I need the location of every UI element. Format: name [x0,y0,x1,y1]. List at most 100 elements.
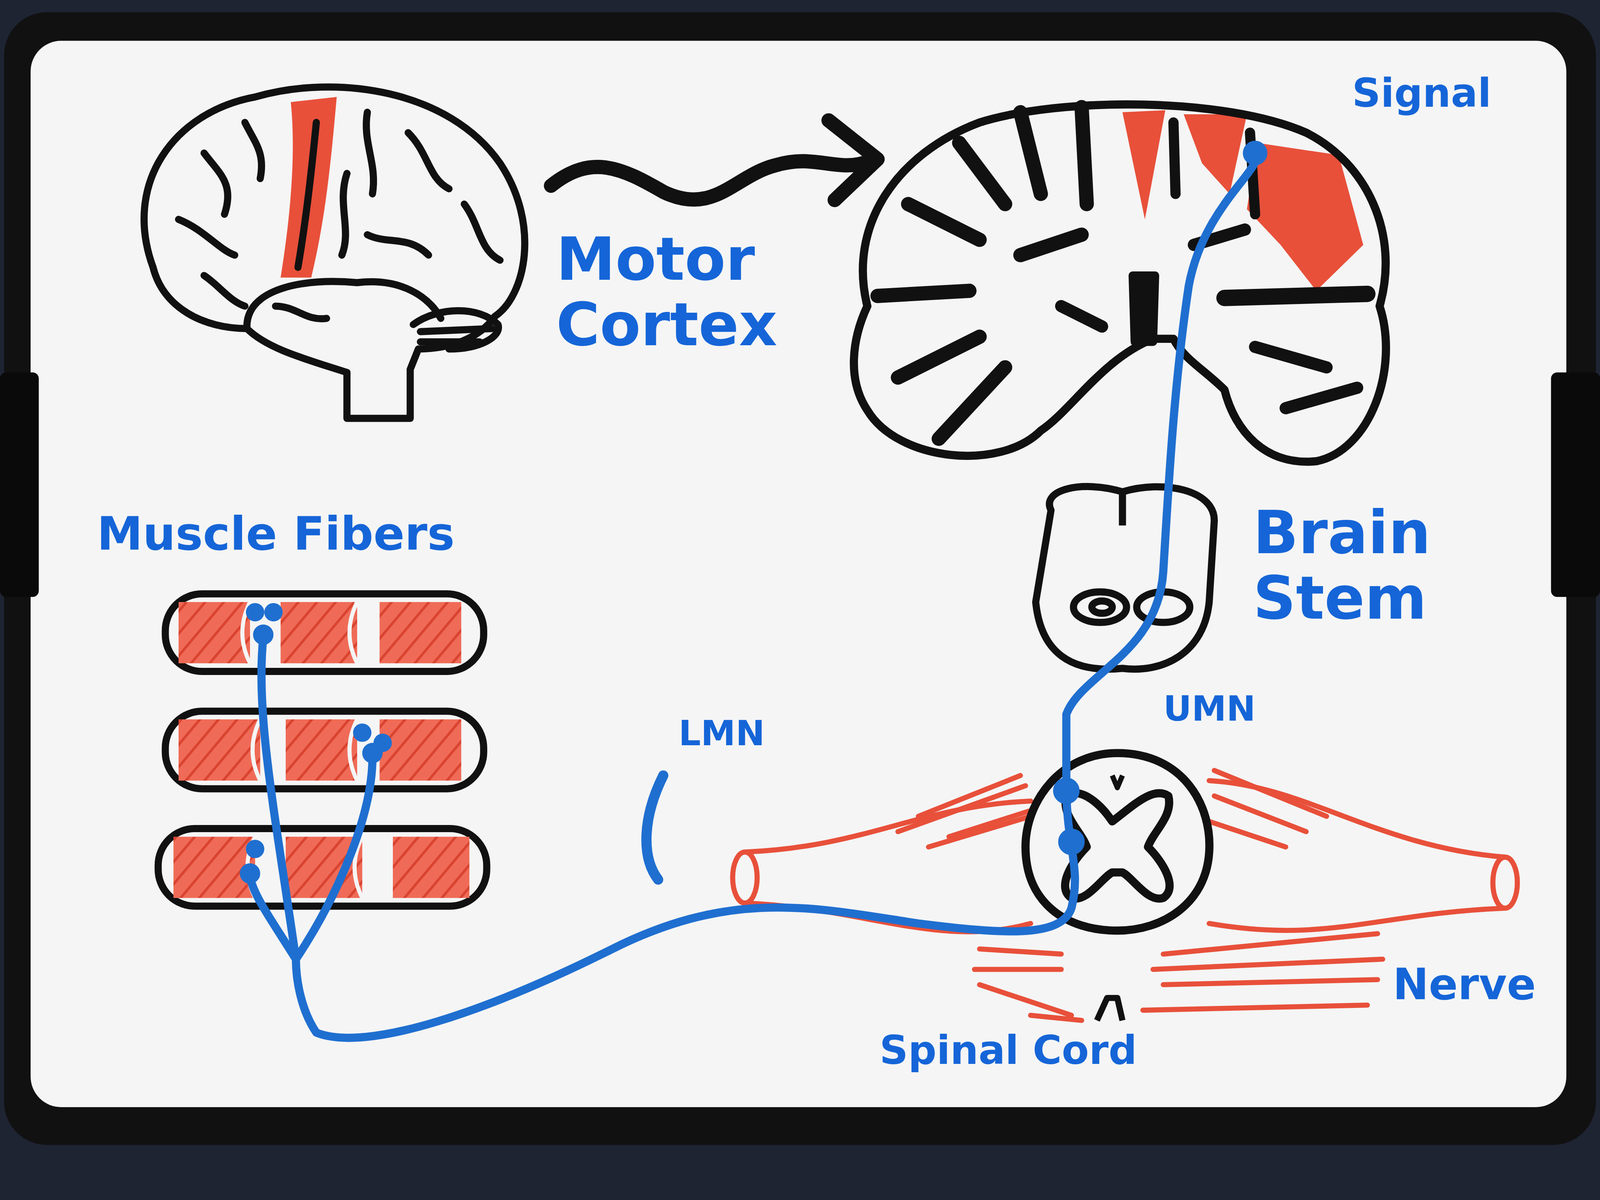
nerve-part [974,966,1062,972]
motor-pathway [244,144,1264,1038]
coronal-brain-part [1081,107,1087,204]
label-slot: Muscle Fibers [96,508,455,560]
board-part [1551,372,1600,598]
board-part [0,372,39,598]
motor-pathway-part [250,877,297,960]
muscle-fibers [158,594,487,907]
sagittal-brain-part [366,112,374,195]
nerve-part [732,851,758,904]
sagittal-brain-part [367,234,429,255]
label-text: Signal [1351,71,1492,116]
muscle-fibers-part-part [252,719,260,781]
motor-pathway-part [1057,781,1076,800]
nerve-part [928,816,1031,847]
nerve-part [1153,959,1383,970]
muscle-fibers-part [379,601,462,664]
muscle-fibers-part [285,719,358,781]
label-slot: Nerve [1392,961,1537,1009]
coronal-brain-part [1255,346,1327,368]
label-slot: Spinal Cord [879,1028,1138,1073]
muscle-fibers-part [178,719,261,781]
label-text: UMN [1163,689,1256,729]
coronal-brain-part [1173,122,1176,195]
motor-pathway-part [296,757,373,960]
motor-pathway-part [646,775,664,880]
nerve-part [1209,821,1286,847]
spinal-cord-section-part [1096,998,1123,1021]
nerve-part [979,948,1062,954]
coronal-brain-part [959,142,1006,204]
label-text: LMN [678,714,765,753]
label-slot: LMN [678,714,765,753]
motor-pathway-part [1246,144,1264,162]
brain-stem-section-part [1091,601,1112,614]
muscle-fibers-part [165,594,484,672]
label-text: Muscle Fibers [96,508,455,560]
coronal-brain-part [938,367,1006,439]
coronal-brain-part [1020,234,1082,255]
coronal-brain-part [877,290,970,297]
label-text: Brain Stem [1253,500,1508,631]
board-part [3,12,1596,1145]
coronal-brain-part [853,104,1387,462]
coronal-brain-part [898,336,980,378]
motor-pathway-part [1062,832,1081,851]
sagittal-brain-part [203,275,245,306]
muscle-fibers-part [280,601,358,664]
board-part [30,40,1567,1108]
nerve-part [1142,1005,1368,1011]
sagittal-brain-part [144,86,525,419]
nerve-part [1492,857,1518,909]
spinal-cord-section-part [1112,775,1123,788]
sagittal-brain-part [464,203,500,260]
label-slot: Brain Stem [1253,500,1508,631]
motor-pathway-part [257,628,270,641]
wavy-arrow-part [828,120,878,200]
coronal-brain-part [1061,305,1102,327]
coronal-brain-part [1020,112,1041,195]
nerve-part [1030,1015,1082,1021]
nerve-part [1214,770,1327,817]
sagittal-brain-part [298,122,317,268]
motor-pathway-part [377,737,388,749]
label-slot: Signal [1351,71,1492,116]
nerve-part [918,775,1021,817]
sagittal-brain [144,86,525,419]
coronal-brain-part [1132,275,1156,342]
coronal-brain-part [1122,110,1166,220]
sagittal-brain-part [420,338,480,346]
muscle-fibers-part [158,828,487,906]
nerve-part [979,984,1072,1016]
muscle-fibers-part-part [349,601,358,664]
muscle-fibers-part [392,836,470,899]
motor-pathway-part [250,607,261,618]
brain-stem-section [1035,486,1215,670]
sagittal-brain-part [420,328,492,332]
nerve-part [948,811,1029,837]
wavy-arrow-part [551,161,870,200]
brain-stem-section-part [1119,491,1127,526]
label-slot: Motor Cortex [555,226,795,358]
spinal-cord-section [1025,753,1210,1021]
motor-pathway-part [244,867,257,880]
sagittal-brain-part [413,310,499,349]
nerve-part [1209,780,1506,858]
sagittal-brain-part [244,122,262,179]
sagittal-brain-part [341,173,347,256]
coronal-brain-part [1224,294,1368,299]
spinal-cord-section-part [1025,753,1210,931]
sagittal-brain-part [408,132,450,189]
coronal-brain-part [1285,387,1358,408]
coronal-brain-part [908,203,980,240]
nerve-part [1209,908,1506,931]
label-slot: UMN [1163,689,1256,729]
brain-stem-section-part [1035,486,1215,670]
motor-pathway-part [296,153,1257,1039]
motor-pathway-part [357,727,368,738]
sagittal-brain-part [280,96,337,278]
muscle-fibers-part [165,711,484,789]
